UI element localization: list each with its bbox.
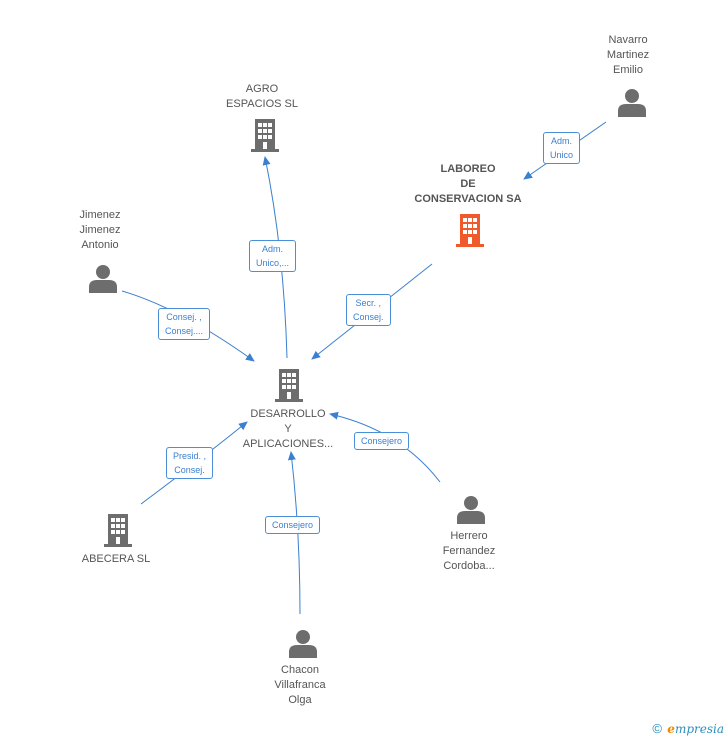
building-icon bbox=[104, 514, 132, 547]
node-label-chacon[interactable]: Chacon Villafranca Olga bbox=[274, 664, 326, 706]
edge-label-chacon-desarrollo[interactable]: Consejero bbox=[265, 516, 321, 534]
building-icon bbox=[456, 214, 484, 247]
node-label-agro-espacios[interactable]: AGRO ESPACIOS SL bbox=[226, 83, 298, 110]
copyright-icon: © bbox=[652, 721, 662, 736]
edge-label-desarrollo-agro[interactable]: Adm. Unico,... bbox=[249, 240, 297, 272]
person-icon bbox=[457, 496, 485, 524]
node-label-navarro[interactable]: Navarro Martinez Emilio bbox=[606, 34, 650, 76]
node-label-jimenez[interactable]: Jimenez Jimenez Antonio bbox=[79, 209, 121, 251]
building-icon bbox=[275, 369, 303, 402]
edge-label-laboreo-desarrollo[interactable]: Secr. , Consej. bbox=[346, 294, 391, 326]
building-icon bbox=[251, 119, 279, 152]
node-label-herrero[interactable]: Herrero Fernandez Cordoba... bbox=[442, 530, 496, 572]
edge-label-herrero-desarrollo[interactable]: Consejero bbox=[354, 432, 410, 450]
edge-label-abecera-desarrollo[interactable]: Presid. , Consej. bbox=[166, 447, 214, 479]
person-icon bbox=[289, 630, 317, 658]
edge-label-jimenez-desarrollo[interactable]: Consej. , Consej.... bbox=[158, 308, 211, 340]
empresia-logo[interactable]: © empresia bbox=[652, 721, 724, 736]
edge-label-navarro-laboreo[interactable]: Adm. Unico bbox=[543, 132, 581, 164]
node-label-laboreo[interactable]: LABOREO DE CONSERVACION SA bbox=[414, 163, 522, 205]
person-icon bbox=[618, 89, 646, 117]
node-label-abecera[interactable]: ABECERA SL bbox=[81, 553, 151, 565]
person-icon bbox=[89, 265, 117, 293]
node-label-desarrollo[interactable]: DESARROLLO Y APLICACIONES... bbox=[242, 408, 334, 450]
